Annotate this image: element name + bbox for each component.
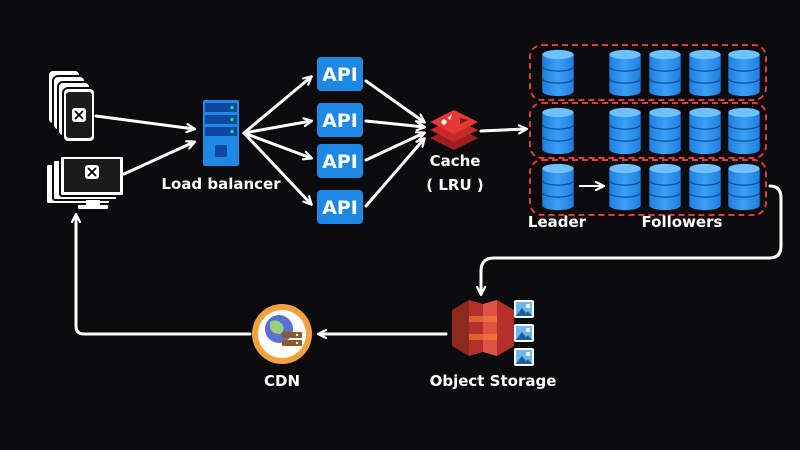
arrow-api-3-to-cache bbox=[364, 133, 424, 162]
desktop-monitor-stack-icon bbox=[45, 155, 125, 209]
api-server-label: API bbox=[322, 64, 358, 86]
arrow-api-2-to-cache bbox=[364, 119, 424, 127]
desktop-clients bbox=[45, 155, 125, 209]
follower-database-icon bbox=[608, 107, 642, 155]
cache: Cache ( LRU ) bbox=[426, 110, 484, 194]
followers-label: Followers bbox=[642, 213, 723, 231]
leader-database-icon bbox=[541, 107, 575, 155]
database-cluster: Leader Followers bbox=[528, 44, 767, 231]
api-server-label: API bbox=[322, 151, 358, 173]
db-shard-1 bbox=[529, 44, 767, 101]
object-storage-label: Object Storage bbox=[430, 372, 557, 390]
flow-arrows bbox=[76, 77, 783, 336]
mobile-clients bbox=[47, 69, 96, 143]
follower-database-icon bbox=[608, 49, 642, 97]
leader-label: Leader bbox=[528, 213, 587, 231]
cache-policy-label: ( LRU ) bbox=[426, 176, 483, 194]
x-logo-icon bbox=[85, 165, 99, 179]
arrow-lb-to-api-4 bbox=[242, 131, 311, 204]
follower-database-icon bbox=[727, 163, 761, 211]
arrow-desktop-to-lb bbox=[122, 142, 194, 176]
follower-database-icon bbox=[727, 107, 761, 155]
arrow-lb-to-api-3 bbox=[242, 131, 311, 158]
image-icon bbox=[514, 324, 534, 342]
globe-network-icon bbox=[252, 304, 312, 364]
follower-database-icon bbox=[688, 107, 722, 155]
arrow-api-4-to-cache bbox=[364, 139, 424, 208]
arrow-cache-to-db bbox=[479, 129, 526, 131]
cdn: CDN bbox=[252, 304, 312, 390]
follower-database-icon bbox=[727, 49, 761, 97]
api-server-group: API API API API bbox=[317, 57, 363, 224]
arrow-db-to-object-storage bbox=[481, 184, 783, 294]
api-server-label: API bbox=[322, 197, 358, 219]
arrow-mobile-to-lb bbox=[94, 114, 194, 129]
image-icon bbox=[514, 300, 534, 318]
load-balancer: Load balancer bbox=[161, 100, 281, 193]
follower-database-icon bbox=[648, 107, 682, 155]
redis-cache-icon bbox=[430, 110, 478, 150]
cache-label: Cache bbox=[430, 152, 481, 170]
db-shard-2 bbox=[529, 102, 767, 159]
image-icon bbox=[514, 348, 534, 366]
follower-database-icon bbox=[608, 163, 642, 211]
api-server-4: API bbox=[317, 190, 363, 224]
api-server-label: API bbox=[322, 110, 358, 132]
arrow-lb-to-api-1 bbox=[242, 77, 311, 135]
mobile-phone-stack-icon bbox=[47, 69, 96, 143]
db-shard-3 bbox=[529, 159, 767, 216]
object-storage: Object Storage bbox=[430, 300, 557, 390]
api-server-2: API bbox=[317, 103, 363, 137]
follower-database-icon bbox=[648, 49, 682, 97]
leader-database-icon bbox=[541, 163, 575, 211]
server-rack-icon bbox=[203, 100, 239, 166]
arrow-lb-to-api-2 bbox=[242, 121, 311, 135]
x-logo-icon bbox=[72, 108, 86, 122]
follower-database-icon bbox=[688, 163, 722, 211]
arrow-api-1-to-cache bbox=[364, 79, 424, 122]
follower-database-icon bbox=[688, 49, 722, 97]
leader-database-icon bbox=[541, 49, 575, 97]
follower-database-icon bbox=[648, 163, 682, 211]
arrow-cdn-to-clients bbox=[76, 215, 252, 336]
load-balancer-label: Load balancer bbox=[161, 175, 281, 193]
api-server-1: API bbox=[317, 57, 363, 91]
cdn-label: CDN bbox=[264, 372, 300, 390]
api-server-3: API bbox=[317, 144, 363, 178]
s3-bucket-icon bbox=[452, 300, 514, 356]
